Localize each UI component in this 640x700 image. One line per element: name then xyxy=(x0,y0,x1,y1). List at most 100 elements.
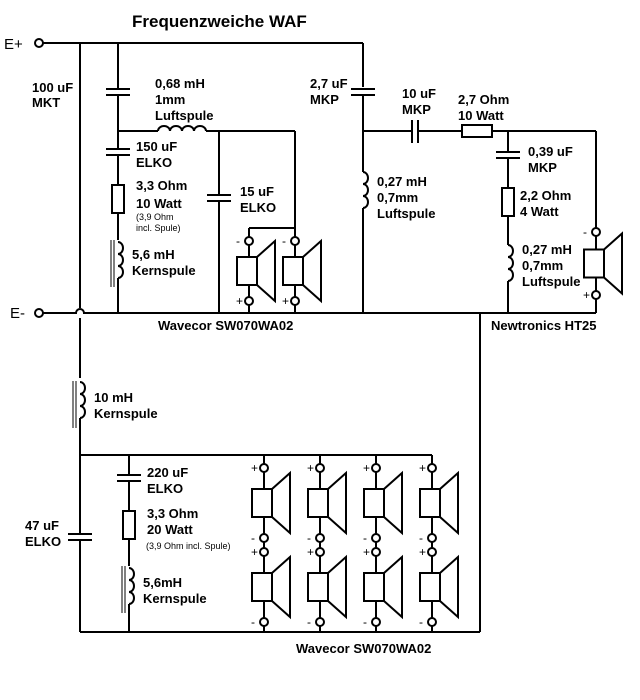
l-tweeter-shunt-label-1: 0,27 mH xyxy=(377,174,427,189)
speaker-magnet xyxy=(251,488,273,518)
speaker-magnet xyxy=(307,572,329,602)
r-zobel-mid-note-1: (3,9 Ohm xyxy=(136,212,174,222)
l-tweeter-zobel-label-3: Luftspule xyxy=(522,274,581,289)
polarity-label: - xyxy=(251,531,255,545)
speaker-cone xyxy=(271,470,291,536)
bass-driver-bottom-2: +- xyxy=(307,545,347,629)
speaker-terminal-top xyxy=(259,547,269,557)
terminal-negative xyxy=(34,308,44,318)
r-tweeter-series-label-1: 2,7 Ohm xyxy=(458,92,509,107)
polarity-label: - xyxy=(251,615,255,629)
polarity-label: + xyxy=(236,294,243,308)
bass-driver-top-2: +- xyxy=(307,461,347,545)
speaker-terminal-top xyxy=(290,236,300,246)
tweeter-speaker: -+ xyxy=(583,225,623,302)
speaker-terminal-top xyxy=(259,463,269,473)
capacitor-mid-input xyxy=(106,43,130,131)
polarity-label: - xyxy=(583,225,587,239)
speaker-terminal-top xyxy=(427,463,437,473)
speaker-cone xyxy=(439,554,459,620)
resistor-zobel-mid xyxy=(111,184,125,240)
speaker-magnet xyxy=(583,248,605,279)
polarity-label: - xyxy=(419,615,423,629)
terminal-positive xyxy=(34,38,44,48)
l-bass-label-2: Kernspule xyxy=(94,406,158,421)
c-bass-zobel-label-2: ELKO xyxy=(147,481,183,496)
l-tweeter-zobel-label-2: 0,7mm xyxy=(522,258,563,273)
resistor-tweeter-zobel xyxy=(501,187,515,245)
speaker-terminal-bottom xyxy=(315,533,325,543)
polarity-label: + xyxy=(307,461,314,475)
speaker-cone xyxy=(327,470,347,536)
c-zobel-mid-label-2: ELKO xyxy=(136,155,172,170)
speaker-cone xyxy=(603,231,623,296)
speaker-terminal-bottom xyxy=(259,617,269,627)
polarity-label: - xyxy=(307,615,311,629)
speaker-magnet xyxy=(419,572,441,602)
terminal-positive-label: E+ xyxy=(4,36,23,53)
speaker-terminal-top xyxy=(427,547,437,557)
speaker-terminal-bottom xyxy=(427,533,437,543)
speaker-terminal-bottom xyxy=(315,617,325,627)
c-tweeter-zobel-label-1: 0,39 uF xyxy=(528,144,573,159)
capacitor-bass-shunt xyxy=(68,533,92,632)
r-zobel-mid-note-2: incl. Spule) xyxy=(136,223,181,233)
polarity-label: - xyxy=(307,531,311,545)
c-tweeter-label-2: MKP xyxy=(310,92,339,107)
r-bass-zobel-label-1: 3,3 Ohm xyxy=(147,506,198,521)
speaker-terminal-top xyxy=(315,547,325,557)
inductor-tweeter-shunt xyxy=(362,171,369,313)
inductor-tweeter-zobel xyxy=(507,244,514,313)
polarity-label: - xyxy=(236,234,240,248)
l-zobel-mid-label-1: 5,6 mH xyxy=(132,247,175,262)
c-bass-shunt-label-2: ELKO xyxy=(25,534,61,549)
speaker-magnet xyxy=(251,572,273,602)
r-tweeter-series-label-2: 10 Watt xyxy=(458,108,504,123)
polarity-label: + xyxy=(583,288,590,302)
l-bass-label-1: 10 mH xyxy=(94,390,133,405)
c-tweeter-label-1: 2,7 uF xyxy=(310,76,348,91)
c-bass-zobel-label-1: 220 uF xyxy=(147,465,188,480)
speaker-terminal-bottom xyxy=(427,617,437,627)
speaker-cone xyxy=(383,554,403,620)
speaker-cone xyxy=(256,238,276,304)
speaker-terminal-bottom xyxy=(259,533,269,543)
polarity-label: + xyxy=(419,461,426,475)
polarity-label: + xyxy=(282,294,289,308)
capacitor-tweeter-zobel xyxy=(496,131,520,188)
resistor-tweeter-series xyxy=(461,124,596,138)
polarity-label: - xyxy=(363,531,367,545)
speaker-terminal-bottom xyxy=(290,296,300,306)
l-zobel-mid-label-2: Kernspule xyxy=(132,263,196,278)
speaker-terminal-top xyxy=(244,236,254,246)
mid-drivers: -+-+ xyxy=(236,228,322,313)
speaker-terminal-top xyxy=(371,547,381,557)
polarity-label: + xyxy=(419,545,426,559)
bass-driver-name: Wavecor SW070WA02 xyxy=(296,641,431,656)
speaker-terminal-bottom xyxy=(371,617,381,627)
polarity-label: + xyxy=(251,545,258,559)
ground-rail-upper xyxy=(43,308,480,314)
bass-driver-bottom-3: +- xyxy=(363,545,403,629)
c-tweeter-series-label-1: 10 uF xyxy=(402,86,436,101)
speaker-terminal-bottom xyxy=(371,533,381,543)
terminal-negative-label: E- xyxy=(10,305,25,322)
polarity-label: + xyxy=(307,545,314,559)
polarity-label: + xyxy=(251,461,258,475)
bass-driver-bottom-1: +- xyxy=(251,545,291,629)
speaker-magnet xyxy=(236,256,258,286)
c-input-label-2: MKT xyxy=(32,95,60,110)
speaker-magnet xyxy=(282,256,304,286)
r-tweeter-zobel-label-2: 4 Watt xyxy=(520,204,559,219)
mid-driver-name: Wavecor SW070WA02 xyxy=(158,318,293,333)
inductor-main xyxy=(118,125,295,132)
bass-drivers: +-+-+-+-+-+-+-+- xyxy=(251,455,459,632)
c-mid-shunt-label-2: ELKO xyxy=(240,200,276,215)
speaker-terminal-top xyxy=(591,227,601,237)
bass-driver-top-3: +- xyxy=(363,461,403,545)
speaker-terminal-bottom xyxy=(591,290,601,300)
l-main-label-3: Luftspule xyxy=(155,108,214,123)
speaker-terminal-top xyxy=(315,463,325,473)
r-zobel-mid-label-2: 10 Watt xyxy=(136,196,182,211)
